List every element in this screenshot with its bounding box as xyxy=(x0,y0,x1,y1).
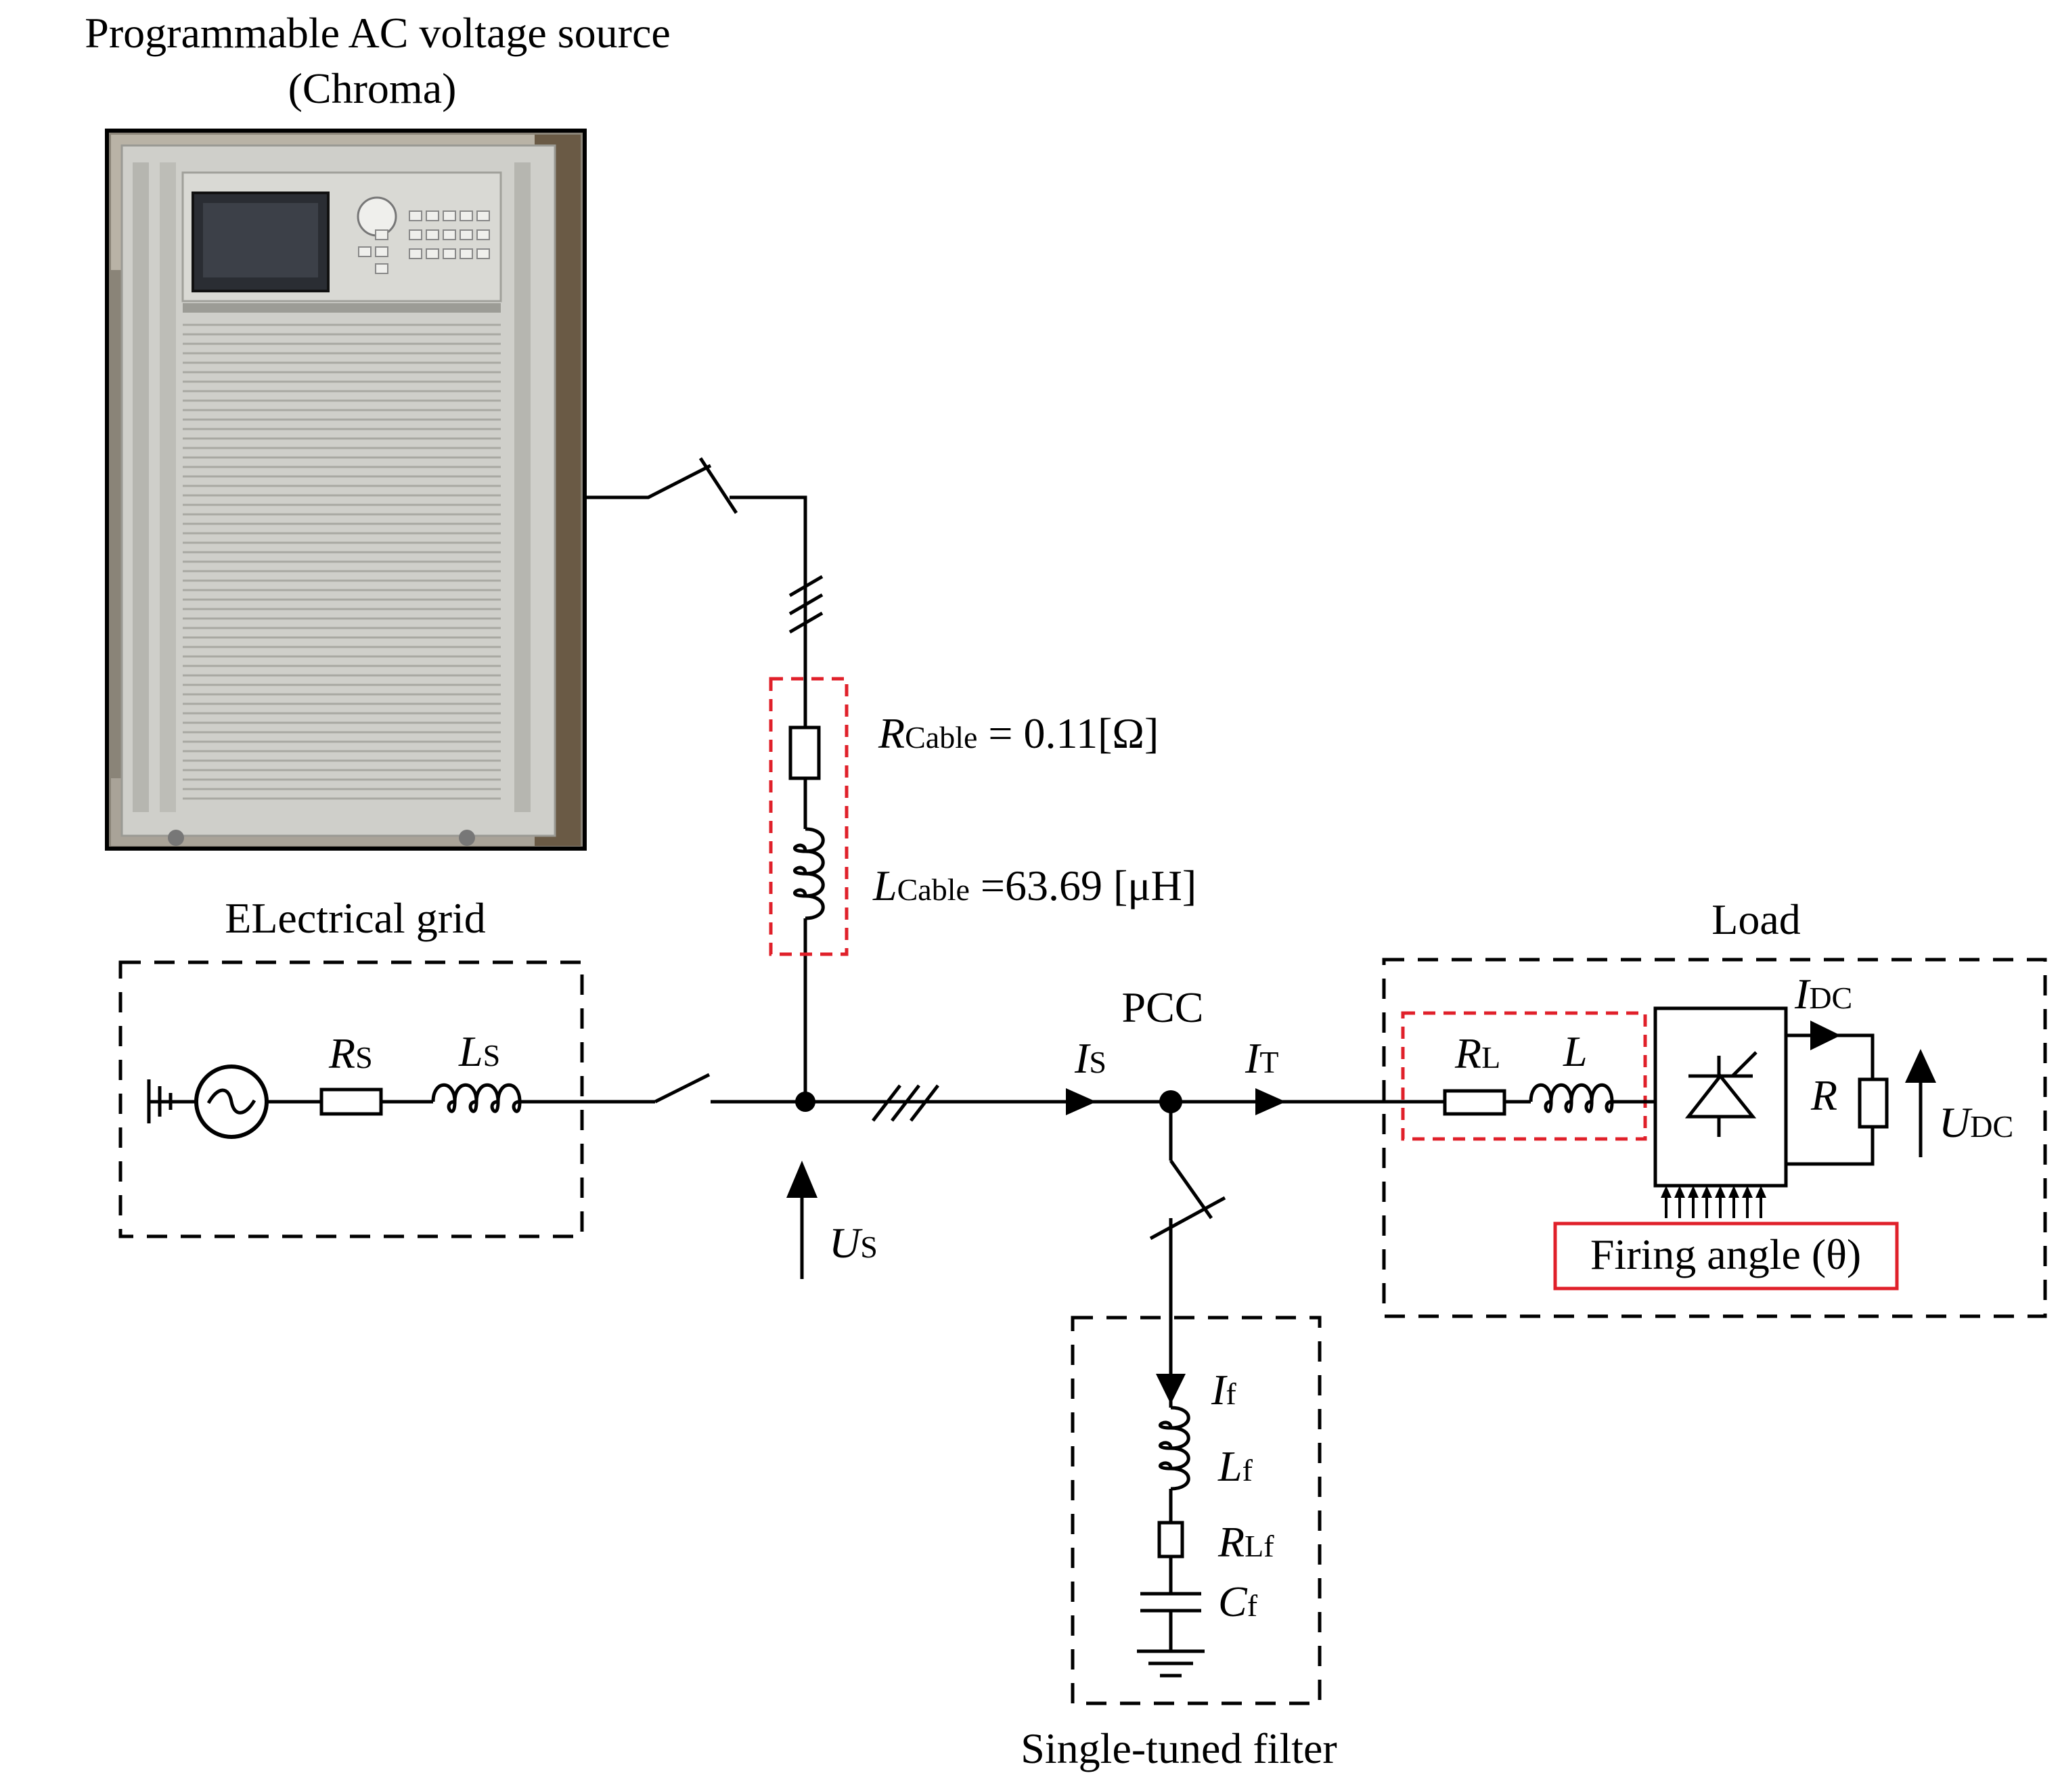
filter-ground-symbol xyxy=(1137,1649,1205,1678)
ac-source-cabinet-photo xyxy=(105,129,587,851)
dc-r-label: R xyxy=(1810,1071,1837,1119)
firing-angle-box xyxy=(1553,1222,1899,1291)
idc-label: IDC xyxy=(1794,970,1852,1018)
load-title: Load xyxy=(1711,895,1801,943)
if-arrow xyxy=(1156,1374,1186,1404)
load-resistor xyxy=(1443,1089,1506,1116)
grid-resistor xyxy=(319,1088,383,1116)
filter-resistor xyxy=(1157,1521,1184,1559)
it-label: IT xyxy=(1245,1034,1278,1082)
us-label: US xyxy=(829,1219,878,1267)
cable-resistor xyxy=(788,725,821,780)
filter-box xyxy=(1071,1316,1322,1705)
thyristor-icon xyxy=(1684,1051,1757,1137)
udc-label: UDC xyxy=(1939,1098,2013,1146)
rl-label: RL xyxy=(1454,1029,1500,1077)
pcc-label: PCC xyxy=(1122,983,1204,1031)
firing-angle-label: Firing angle (θ) xyxy=(1590,1230,1861,1278)
grid-inductor xyxy=(431,1083,531,1113)
rs-label: RS xyxy=(328,1029,373,1077)
grid-box xyxy=(118,960,584,1238)
is-arrow xyxy=(1066,1088,1096,1115)
if-label: If xyxy=(1211,1366,1236,1414)
lf-label: Lf xyxy=(1217,1442,1253,1490)
idc-arrow xyxy=(1810,1021,1841,1050)
dc-resistor xyxy=(1858,1077,1889,1129)
ls-label: LS xyxy=(458,1027,500,1075)
three-phase-marker-horizontal xyxy=(872,1084,939,1122)
cable-l-label: LCable =63.69 [μH] xyxy=(872,861,1196,910)
it-arrow xyxy=(1255,1088,1286,1115)
cf-label: Cf xyxy=(1218,1577,1258,1626)
source-title-line2: (Chroma) xyxy=(288,64,457,112)
load-inductor xyxy=(1529,1083,1631,1113)
filter-title: Single-tuned filter xyxy=(1021,1724,1337,1772)
cable-inductor xyxy=(793,827,825,920)
us-arrow xyxy=(786,1161,818,1198)
three-phase-marker-vertical xyxy=(788,575,824,634)
rlf-label: RLf xyxy=(1217,1518,1274,1566)
udc-arrow xyxy=(1905,1049,1936,1083)
grid-title: ELectrical grid xyxy=(225,894,486,942)
load-l-label: L xyxy=(1563,1027,1588,1075)
is-label: IS xyxy=(1074,1034,1106,1082)
load-rl-highlight-box xyxy=(1401,1011,1647,1141)
cable-highlight-box xyxy=(769,677,849,956)
source-title-line1: Programmable AC voltage source xyxy=(85,9,671,57)
filter-inductor xyxy=(1159,1406,1190,1491)
ground-symbol xyxy=(147,1079,196,1123)
firing-signal-arrows xyxy=(1661,1186,1766,1218)
cable-r-label: RCable = 0.11[Ω] xyxy=(878,709,1159,757)
